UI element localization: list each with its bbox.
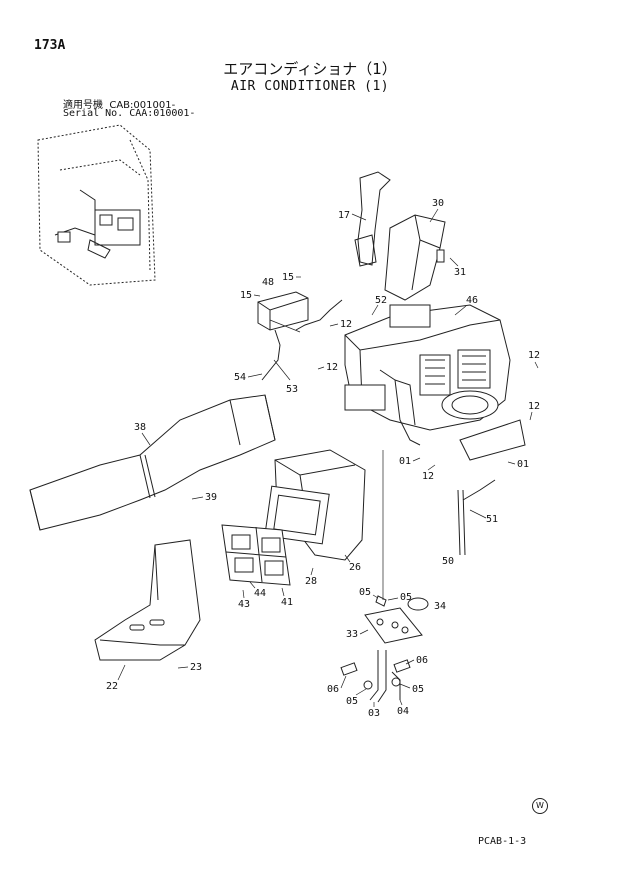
svg-text:39: 39: [205, 492, 217, 503]
footer-code: PCAB-1-3: [478, 836, 527, 847]
callout-12d: 12: [528, 401, 540, 421]
callout-15a: 15: [282, 272, 301, 283]
svg-text:54: 54: [234, 372, 246, 383]
callout-50: 50: [442, 556, 454, 567]
callout-46: 46: [454, 295, 478, 316]
callout-12c: 12: [317, 362, 338, 373]
svg-text:48: 48: [262, 277, 274, 288]
callout-22: 22: [106, 664, 126, 692]
callout-38: 38: [134, 422, 151, 446]
manufacturer-mark: W: [532, 798, 548, 814]
serial-applicable: 適用号機 CAB:001001-: [63, 100, 176, 111]
ac-unit-part-46: [344, 304, 526, 461]
callout-52: 52: [371, 295, 387, 316]
svg-text:04: 04: [397, 706, 409, 717]
callout-54: 54: [234, 372, 263, 383]
callout-06b: 06: [327, 675, 347, 695]
outlet-part-30: [384, 214, 446, 301]
svg-text:17: 17: [338, 210, 350, 221]
svg-text:34: 34: [434, 601, 446, 612]
svg-text:41: 41: [281, 597, 293, 608]
svg-text:05: 05: [359, 587, 371, 598]
page-number: 173A: [34, 38, 66, 53]
housing-part-26: [264, 449, 366, 561]
callout-28: 28: [305, 567, 317, 587]
callout-41: 41: [281, 587, 293, 608]
svg-text:31: 31: [454, 267, 466, 278]
callout-05b: 05: [387, 592, 412, 603]
callout-26: 26: [344, 554, 361, 573]
svg-text:12: 12: [422, 471, 434, 482]
svg-text:15: 15: [240, 290, 252, 301]
svg-text:01: 01: [517, 459, 529, 470]
svg-text:12: 12: [326, 362, 338, 373]
callout-34: 34: [434, 601, 446, 612]
filter-part-41: [221, 524, 291, 586]
svg-text:05: 05: [412, 684, 424, 695]
svg-text:06: 06: [416, 655, 428, 666]
callout-48: 48: [262, 277, 274, 288]
callout-05a: 05: [359, 587, 379, 599]
title-japanese: エアコンディショナ（1）: [223, 60, 397, 78]
svg-text:50: 50: [442, 556, 454, 567]
svg-text:15: 15: [282, 272, 294, 283]
cab-location-thumbnail: [37, 124, 156, 286]
callout-33: 33: [346, 629, 369, 640]
callout-51: 51: [469, 509, 498, 525]
callout-labels: 17 30 31 15 48 15 52 46 12 12 54 53 12 1…: [106, 198, 540, 719]
callout-53: 53: [286, 384, 298, 395]
svg-text:22: 22: [106, 681, 118, 692]
svg-text:06: 06: [327, 684, 339, 695]
svg-text:26: 26: [349, 562, 361, 573]
callout-30: 30: [429, 198, 444, 223]
pipe-part-51: [457, 479, 496, 556]
svg-text:28: 28: [305, 576, 317, 587]
svg-text:52: 52: [375, 295, 387, 306]
svg-text:51: 51: [486, 514, 498, 525]
serial-number: Serial No. CAA:010001-: [63, 108, 196, 119]
valve-assembly: [340, 650, 411, 703]
svg-text:01: 01: [399, 456, 411, 467]
callout-43: 43: [238, 589, 250, 610]
callout-01b: 01: [507, 459, 529, 470]
callout-17: 17: [338, 210, 367, 221]
svg-text:23: 23: [190, 662, 202, 673]
bracket-part-33: [364, 595, 429, 644]
svg-text:05: 05: [346, 696, 358, 707]
svg-text:38: 38: [134, 422, 146, 433]
callout-05d: 05: [399, 683, 424, 695]
callout-12a: 12: [329, 319, 352, 330]
callout-31: 31: [449, 257, 466, 278]
svg-text:03: 03: [368, 708, 380, 719]
callout-44: 44: [249, 581, 266, 599]
svg-text:05: 05: [400, 592, 412, 603]
callout-23: 23: [177, 662, 202, 673]
duct-part-17: [354, 171, 391, 267]
title-english: AIR CONDITIONER (1): [230, 79, 390, 94]
duct-part-22: [94, 539, 201, 661]
svg-text:53: 53: [286, 384, 298, 395]
svg-text:44: 44: [254, 588, 266, 599]
callout-15b: 15: [240, 290, 261, 301]
svg-text:12: 12: [528, 350, 540, 361]
duct-part-38: [29, 394, 276, 531]
svg-text:43: 43: [238, 599, 250, 610]
callout-04: 04: [397, 699, 409, 717]
svg-text:12: 12: [340, 319, 352, 330]
callout-39: 39: [191, 492, 217, 503]
callout-01a: 01: [399, 456, 421, 467]
svg-text:12: 12: [528, 401, 540, 412]
callout-05c: 05: [346, 688, 367, 707]
svg-text:30: 30: [432, 198, 444, 209]
callout-12e: 12: [422, 464, 436, 482]
callout-12b: 12: [528, 350, 540, 369]
callout-06a: 06: [405, 655, 428, 666]
svg-text:46: 46: [466, 295, 478, 306]
callout-03: 03: [368, 702, 380, 719]
svg-text:33: 33: [346, 629, 358, 640]
